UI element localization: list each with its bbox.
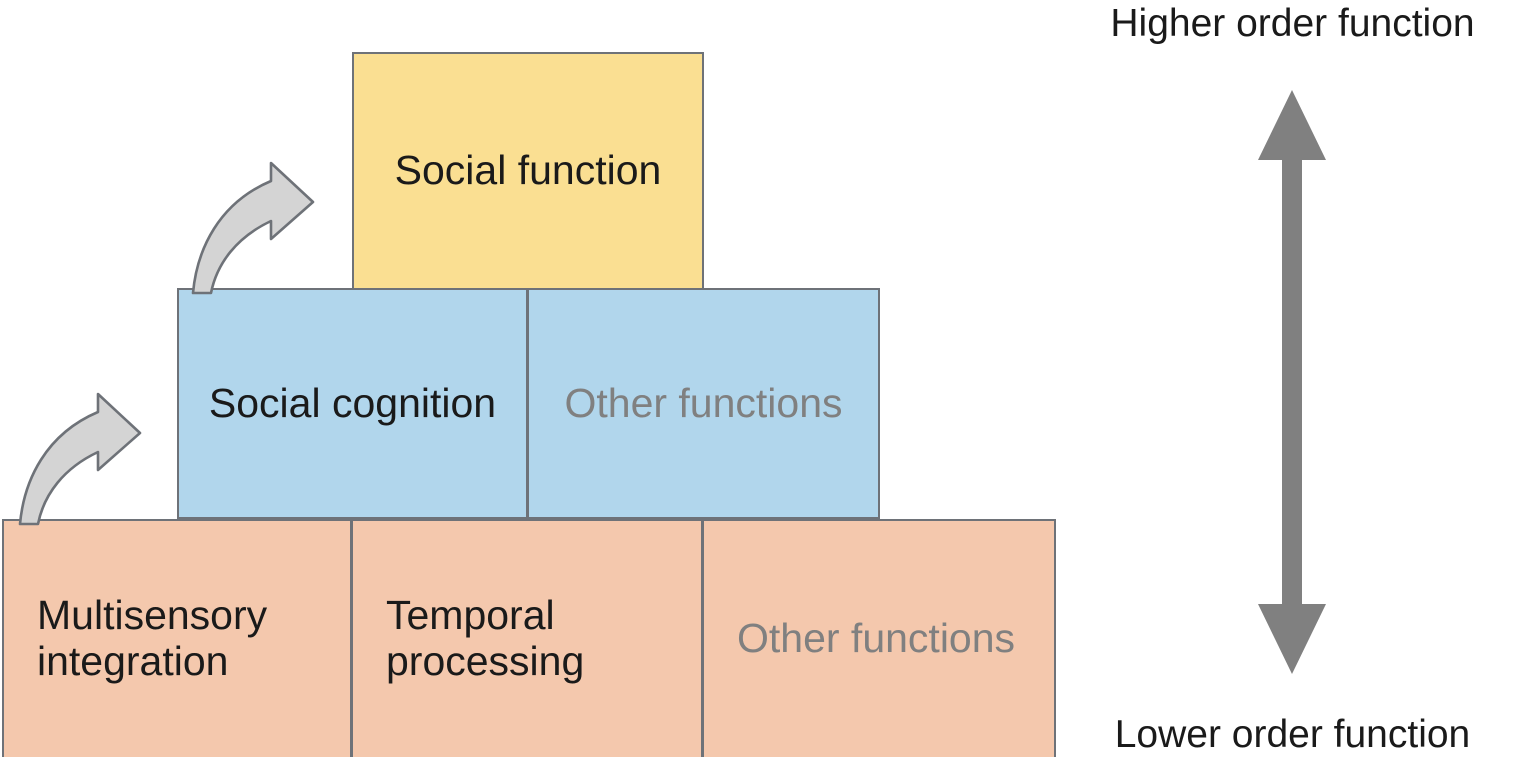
- box-multisensory-integration[interactable]: Multisensory integration: [2, 519, 352, 757]
- order-scale: Higher order function Lower order functi…: [1062, 0, 1523, 757]
- box-temporal-processing[interactable]: Temporal processing: [351, 519, 703, 757]
- box-multisensory-integration-label: Multisensory integration: [37, 592, 268, 685]
- box-bottom-other-functions-label: Other functions: [737, 615, 1016, 662]
- box-temporal-processing-line2: processing: [386, 638, 585, 684]
- box-social-cognition[interactable]: Social cognition: [177, 288, 528, 519]
- curved-arrow-icon-middle-to-top: [191, 161, 315, 295]
- box-temporal-processing-label: Temporal processing: [386, 592, 585, 685]
- box-middle-other-functions-label: Other functions: [564, 379, 843, 426]
- curved-arrow-icon-bottom-to-middle: [18, 392, 142, 526]
- lower-order-function-label: Lower order function: [1114, 713, 1471, 756]
- higher-order-function-label: Higher order function: [1110, 2, 1475, 45]
- box-bottom-other-functions[interactable]: Other functions: [702, 519, 1056, 757]
- box-middle-other-functions[interactable]: Other functions: [527, 288, 880, 519]
- box-multisensory-integration-line1: Multisensory: [37, 592, 268, 639]
- box-social-function[interactable]: Social function: [352, 52, 704, 290]
- box-social-function-label: Social function: [394, 147, 662, 194]
- box-social-cognition-label: Social cognition: [208, 379, 497, 426]
- double-headed-vertical-arrow-icon: [1258, 90, 1326, 674]
- box-multisensory-integration-line2: integration: [37, 638, 229, 684]
- box-temporal-processing-line1: Temporal: [386, 592, 555, 639]
